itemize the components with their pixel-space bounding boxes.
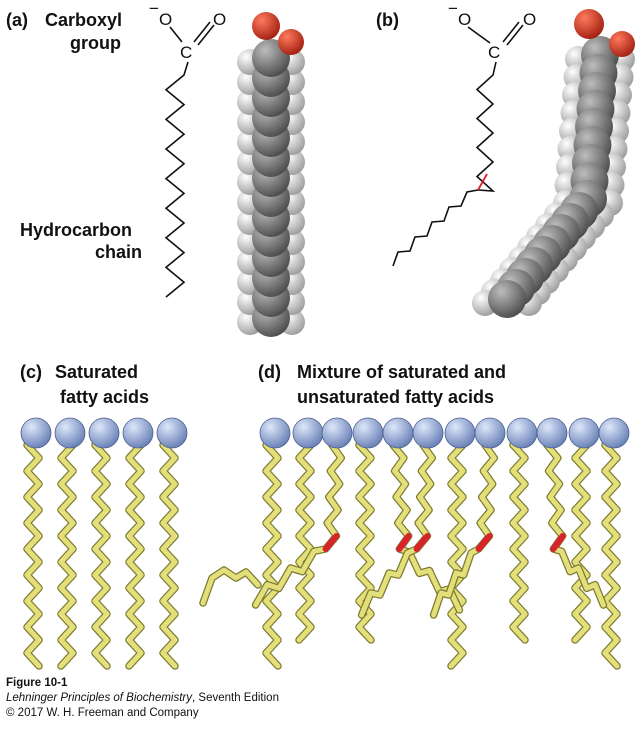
head-group <box>156 417 188 449</box>
double-bond <box>322 533 340 552</box>
head-group <box>444 417 476 449</box>
panel-c-title-line1: Saturated <box>55 362 138 382</box>
carboxyl-formula-a: − O O C <box>149 0 226 62</box>
fatty-acid-figure: (a) Carboxyl group Hydrocarbon chain − O… <box>6 0 635 670</box>
oxygen-atom-sphere <box>609 31 635 57</box>
head-group <box>568 417 600 449</box>
carboxyl-group-label-line1: Carboxyl <box>45 10 122 30</box>
head-group <box>122 417 154 449</box>
carboxyl-group-label-line2: group <box>70 33 121 53</box>
double-bond <box>413 533 431 552</box>
oxygen-atom: O <box>159 10 172 29</box>
panel-a-letter: (a) <box>6 10 28 30</box>
oxygen-atom: O <box>213 10 226 29</box>
carbon-atom-sphere <box>488 280 526 318</box>
panel-c-letter: (c) <box>20 362 42 382</box>
panel-d-title-line2: unsaturated fatty acids <box>297 387 494 407</box>
head-group <box>352 417 384 449</box>
oxygen-atom-sphere <box>252 12 280 40</box>
head-group <box>382 417 414 449</box>
unsaturated-chain-upper <box>475 61 497 192</box>
head-group <box>88 417 120 449</box>
oxygen-atom: O <box>523 10 536 29</box>
book-edition: , Seventh Edition <box>192 692 279 704</box>
fatty-acid-tail <box>160 442 178 669</box>
fatty-acid-tail <box>24 442 42 669</box>
fatty-acid-tail <box>448 442 466 669</box>
panel-d-title-line1: Mixture of saturated and <box>297 362 506 382</box>
oxygen-atom: O <box>458 10 471 29</box>
fatty-acid-tail <box>200 567 261 606</box>
head-group <box>259 417 291 449</box>
book-title: Lehninger Principles of Biochemistry <box>6 692 193 704</box>
unsaturated-space-filling-model <box>472 9 635 318</box>
hydrocarbon-chain-label-line2: chain <box>95 242 142 262</box>
fatty-acid-tail <box>126 442 144 669</box>
head-group <box>598 417 630 449</box>
saturated-layer <box>20 417 188 670</box>
fatty-acid-tail <box>602 442 620 669</box>
copyright: © 2017 W. H. Freeman and Company <box>6 707 199 719</box>
carbon-atom: C <box>488 43 500 62</box>
fatty-acid-tail <box>92 442 110 669</box>
fatty-acid-tail <box>572 442 590 643</box>
head-group <box>536 417 568 449</box>
double-bond <box>396 533 412 552</box>
double-bond <box>475 533 493 552</box>
fatty-acid-tail <box>510 442 528 643</box>
charge-symbol: − <box>149 0 159 18</box>
head-group <box>20 417 52 449</box>
mixed-layer <box>199 417 630 670</box>
panel-b-letter: (b) <box>376 10 399 30</box>
charge-symbol: − <box>448 0 458 18</box>
cis-double-bond <box>477 173 488 191</box>
panel-c-title-line2: fatty acids <box>60 387 149 407</box>
panel-d-letter: (d) <box>258 362 281 382</box>
head-group <box>321 417 353 449</box>
carbon-atom: C <box>180 43 192 62</box>
head-group <box>474 417 506 449</box>
double-bond <box>550 533 566 552</box>
head-group <box>292 417 324 449</box>
saturated-chain-skeletal <box>164 61 189 298</box>
oxygen-atom-sphere <box>574 9 604 39</box>
head-group <box>506 417 538 449</box>
unsaturated-chain-lower <box>392 189 479 267</box>
fatty-acid-tail <box>263 442 281 669</box>
oxygen-atom-sphere <box>278 29 304 55</box>
saturated-space-filling-model <box>237 12 305 337</box>
fatty-acid-tail <box>296 442 314 643</box>
head-group <box>412 417 444 449</box>
carboxyl-formula-b: − O O C <box>448 0 536 62</box>
fatty-acid-tail <box>58 442 76 669</box>
book-citation: Lehninger Principles of Biochemistry, Se… <box>6 691 279 706</box>
hydrocarbon-chain-label-line1: Hydrocarbon <box>20 220 132 240</box>
figure-number: Figure 10-1 <box>6 677 68 689</box>
head-group <box>54 417 86 449</box>
